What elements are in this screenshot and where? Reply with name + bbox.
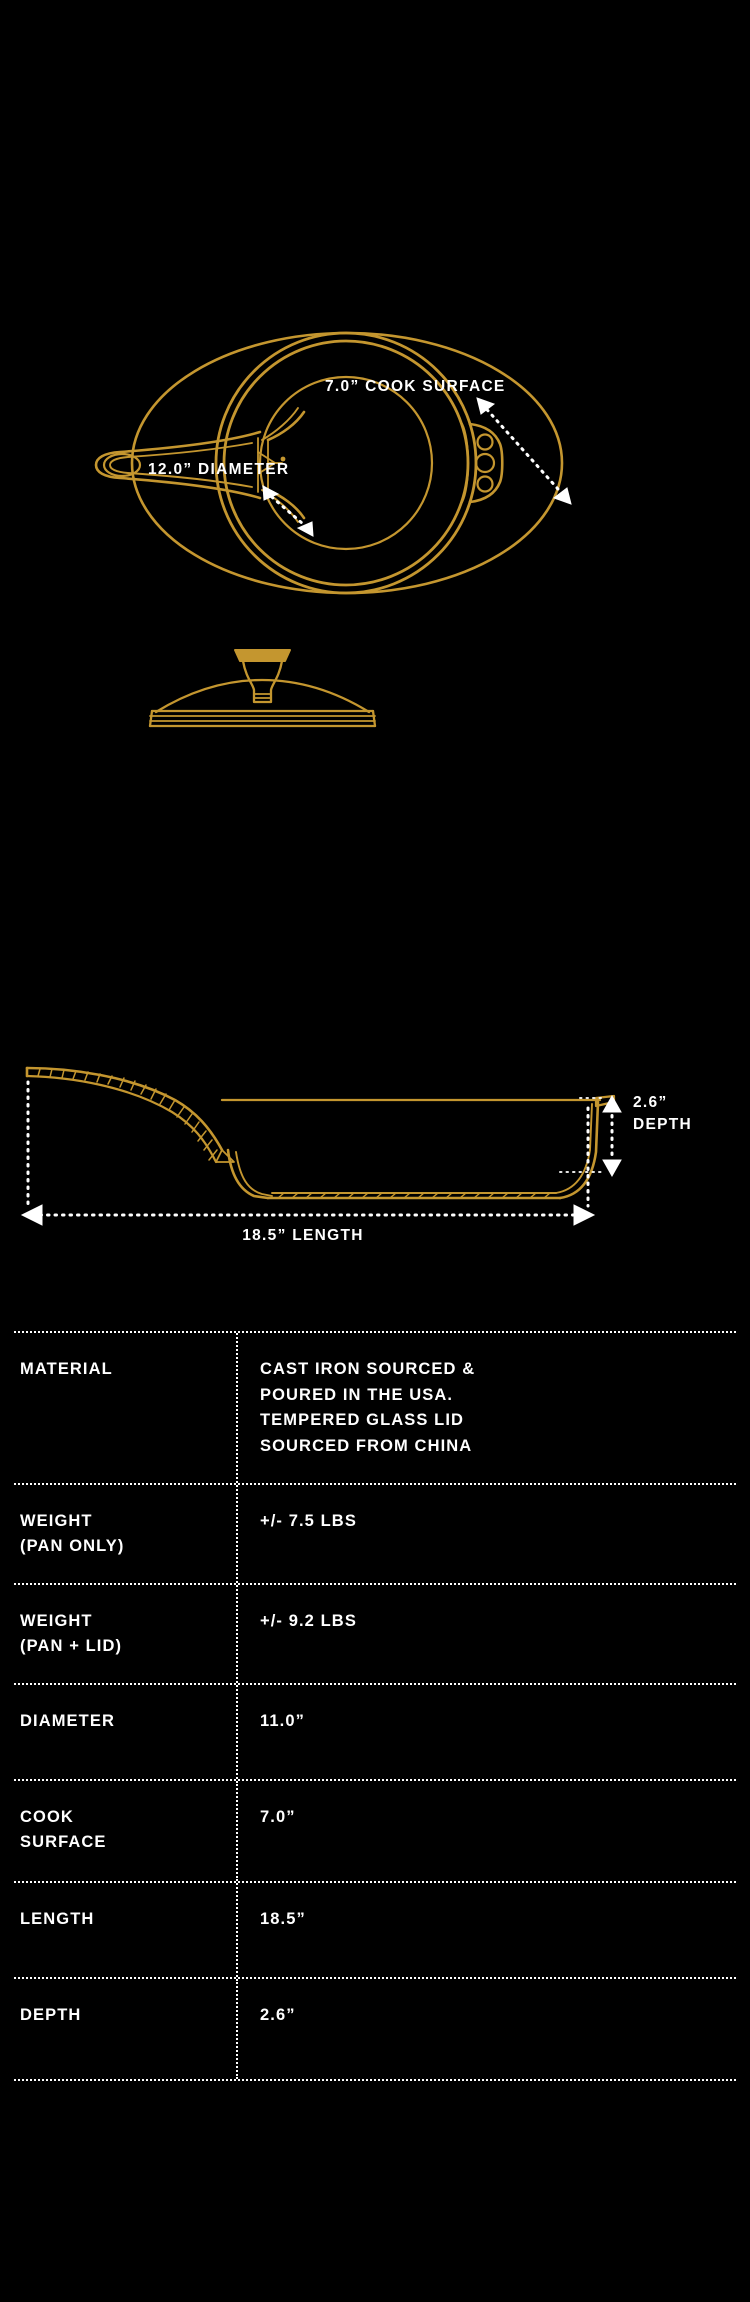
- lid-knob-cap: [234, 649, 291, 662]
- table-row: DEPTH 2.6”: [14, 1977, 736, 2081]
- column-divider: [236, 1685, 238, 1779]
- depth-arrow-down: [602, 1159, 622, 1178]
- lid-glass-dome: [154, 678, 371, 714]
- column-divider: [236, 1333, 238, 1483]
- lid-side-view: [148, 649, 377, 728]
- spec-label: DEPTH: [20, 2006, 82, 2024]
- pan-side-handle-top: [25, 1066, 224, 1152]
- helper-hole-3: [476, 475, 494, 493]
- diameter-arrowhead-upper: [262, 485, 280, 501]
- helper-handle: [460, 422, 504, 504]
- cooksurface-leader-line: [480, 402, 568, 500]
- specifications-table: MATERIAL CAST IRON SOURCED & POURED IN T…: [14, 1331, 736, 2081]
- table-row: DIAMETER 11.0”: [14, 1683, 736, 1779]
- spec-label: LENGTH: [20, 1910, 95, 1928]
- spec-label: COOK SURFACE: [20, 1808, 107, 1851]
- cooksurface-arrowhead-lower: [552, 487, 572, 505]
- column-divider: [236, 1585, 238, 1683]
- table-row: WEIGHT (PAN + LID) +/- 9.2 LBS: [14, 1583, 736, 1683]
- table-row: MATERIAL CAST IRON SOURCED & POURED IN T…: [14, 1331, 736, 1483]
- skillet-diagram: [20, 331, 622, 1226]
- skillet-drawing-svg: [20, 331, 622, 1226]
- annotation-arrows-topview: [262, 397, 572, 537]
- pan-side-handle-bottom: [25, 1074, 218, 1164]
- spec-label: WEIGHT (PAN ONLY): [20, 1512, 125, 1555]
- handle-hang-hole: [102, 452, 142, 478]
- spec-value: CAST IRON SOURCED & POURED IN THE USA. T…: [260, 1360, 476, 1455]
- helper-hole-2: [474, 452, 496, 474]
- cook-surface-annotation: 7.0” COOK SURFACE: [325, 378, 506, 395]
- spec-value: +/- 7.5 LBS: [260, 1512, 357, 1530]
- pan-side-wall-right: [558, 1100, 600, 1200]
- pan-base-hatching: [277, 1192, 551, 1199]
- cooksurface-arrowhead-upper: [476, 397, 496, 415]
- column-divider: [236, 1781, 238, 1881]
- table-row: WEIGHT (PAN ONLY) +/- 7.5 LBS: [14, 1483, 736, 1583]
- spec-value: 11.0”: [260, 1712, 305, 1730]
- spec-value: 7.0”: [260, 1808, 296, 1826]
- spec-value: 2.6”: [260, 2006, 296, 2024]
- cook-surface-circle: [258, 375, 434, 551]
- dimension-lines-sideview: [20, 1080, 622, 1226]
- column-divider: [236, 1883, 238, 1977]
- pan-side-wall-left: [226, 1148, 270, 1200]
- column-divider: [236, 1979, 238, 2079]
- length-annotation: 18.5” LENGTH: [242, 1227, 364, 1244]
- spec-value: +/- 9.2 LBS: [260, 1612, 357, 1630]
- spec-value: 18.5”: [260, 1910, 306, 1928]
- diameter-leader-line: [264, 490, 312, 532]
- spec-label: MATERIAL: [20, 1360, 113, 1378]
- helper-hole-1: [476, 433, 494, 451]
- diameter-annotation: 12.0” DIAMETER: [148, 461, 290, 478]
- pan-main-handle: [94, 407, 306, 523]
- table-row: LENGTH 18.5”: [14, 1881, 736, 1977]
- spec-label: WEIGHT (PAN + LID): [20, 1612, 123, 1655]
- pan-side-view: [25, 1066, 616, 1200]
- pan-handle-hatching: [37, 1068, 218, 1161]
- diameter-arrowhead-lower: [296, 521, 314, 537]
- lid-knob-stem: [241, 659, 284, 704]
- length-arrow-right: [573, 1204, 596, 1226]
- column-divider: [236, 1485, 238, 1583]
- depth-arrow-up: [602, 1094, 622, 1113]
- length-arrow-left: [20, 1204, 43, 1226]
- spec-label: DIAMETER: [20, 1712, 115, 1730]
- table-row: COOK SURFACE 7.0”: [14, 1779, 736, 1881]
- depth-annotation: 2.6” DEPTH: [633, 1094, 693, 1134]
